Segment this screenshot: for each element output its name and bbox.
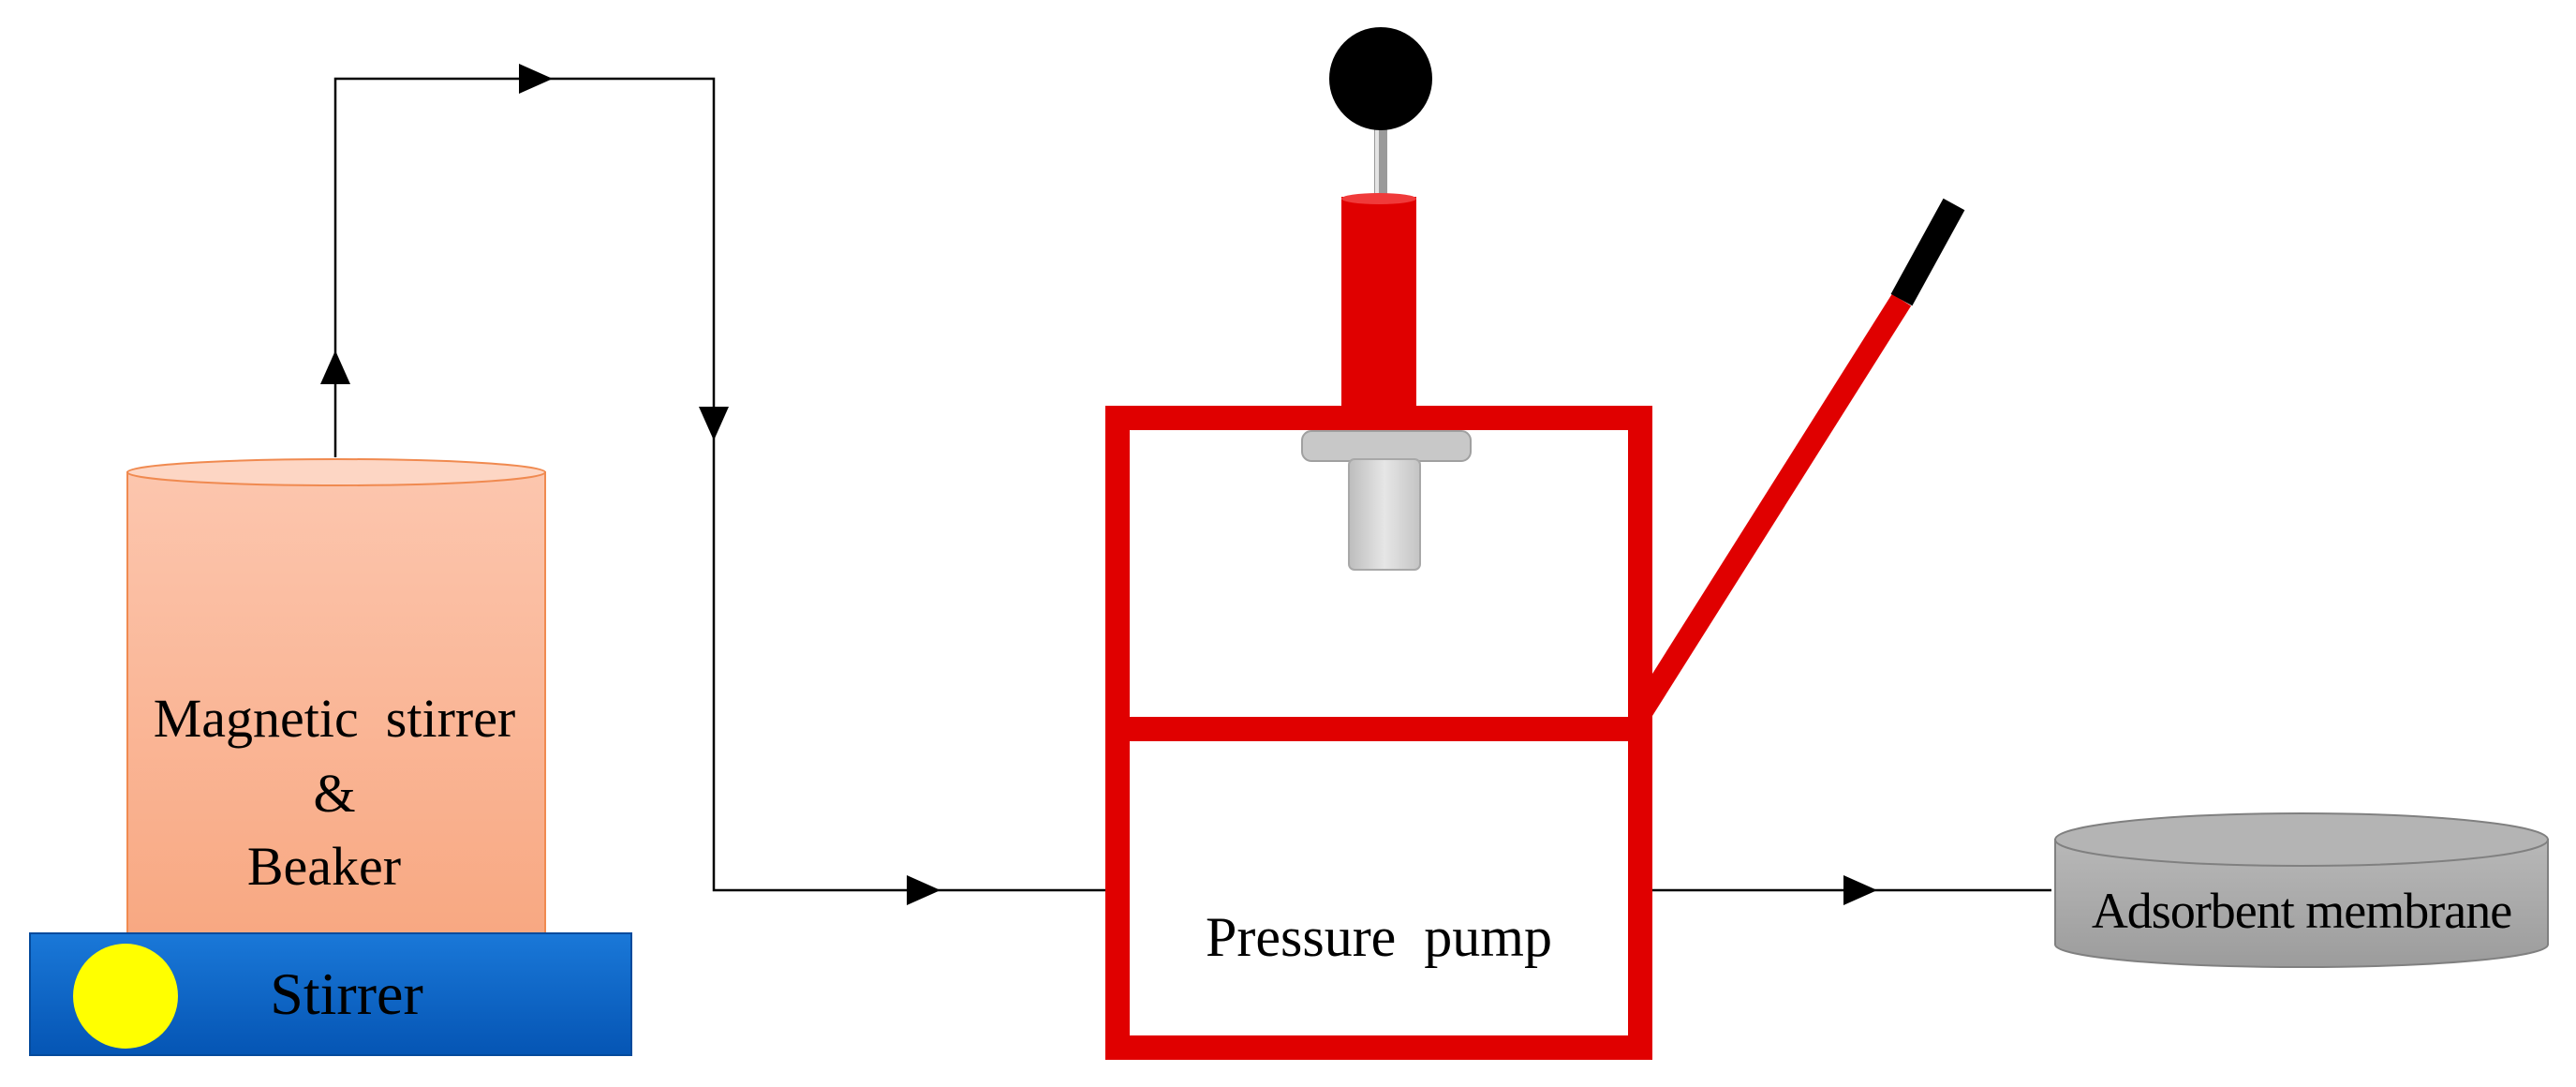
beaker-label-line2: & (313, 763, 355, 824)
adsorbent-membrane: Adsorbent membrane (2054, 812, 2549, 968)
arrow-right-icon (1843, 875, 1877, 905)
beaker-rim (126, 458, 546, 486)
pump-knob-icon (1329, 27, 1432, 130)
stirrer: Stirrer (29, 932, 632, 1056)
beaker-label-line1: Magnetic stirrer (154, 688, 516, 749)
pump-frame-lower (1105, 717, 1652, 1060)
pump-label: Pressure pump (1206, 906, 1552, 968)
stirrer-label: Stirrer (270, 960, 423, 1027)
membrane-top (2054, 812, 2549, 867)
beaker: Magnetic stirrer & Beaker (126, 458, 546, 934)
membrane-label: Adsorbent membrane (2092, 883, 2511, 939)
pump-piston-rod (1348, 458, 1421, 571)
arrow-right-icon (907, 875, 940, 905)
flow-arrows (320, 64, 1877, 905)
pump-lever (1625, 293, 1912, 728)
pressure-pump: Pressure pump (1105, 27, 1965, 1060)
arrow-up-icon (320, 350, 350, 384)
pump-piston-plate (1301, 430, 1472, 462)
flow-line-beaker-to-pump (333, 77, 1117, 892)
stirrer-dot-icon (73, 944, 178, 1049)
pump-lever-grip (1890, 198, 1965, 306)
pump-cylinder-cap (1341, 193, 1416, 204)
arrow-right-icon (519, 64, 553, 94)
beaker-label-line3: Beaker (247, 836, 401, 897)
pump-cylinder (1341, 197, 1416, 420)
arrow-down-icon (699, 407, 729, 440)
